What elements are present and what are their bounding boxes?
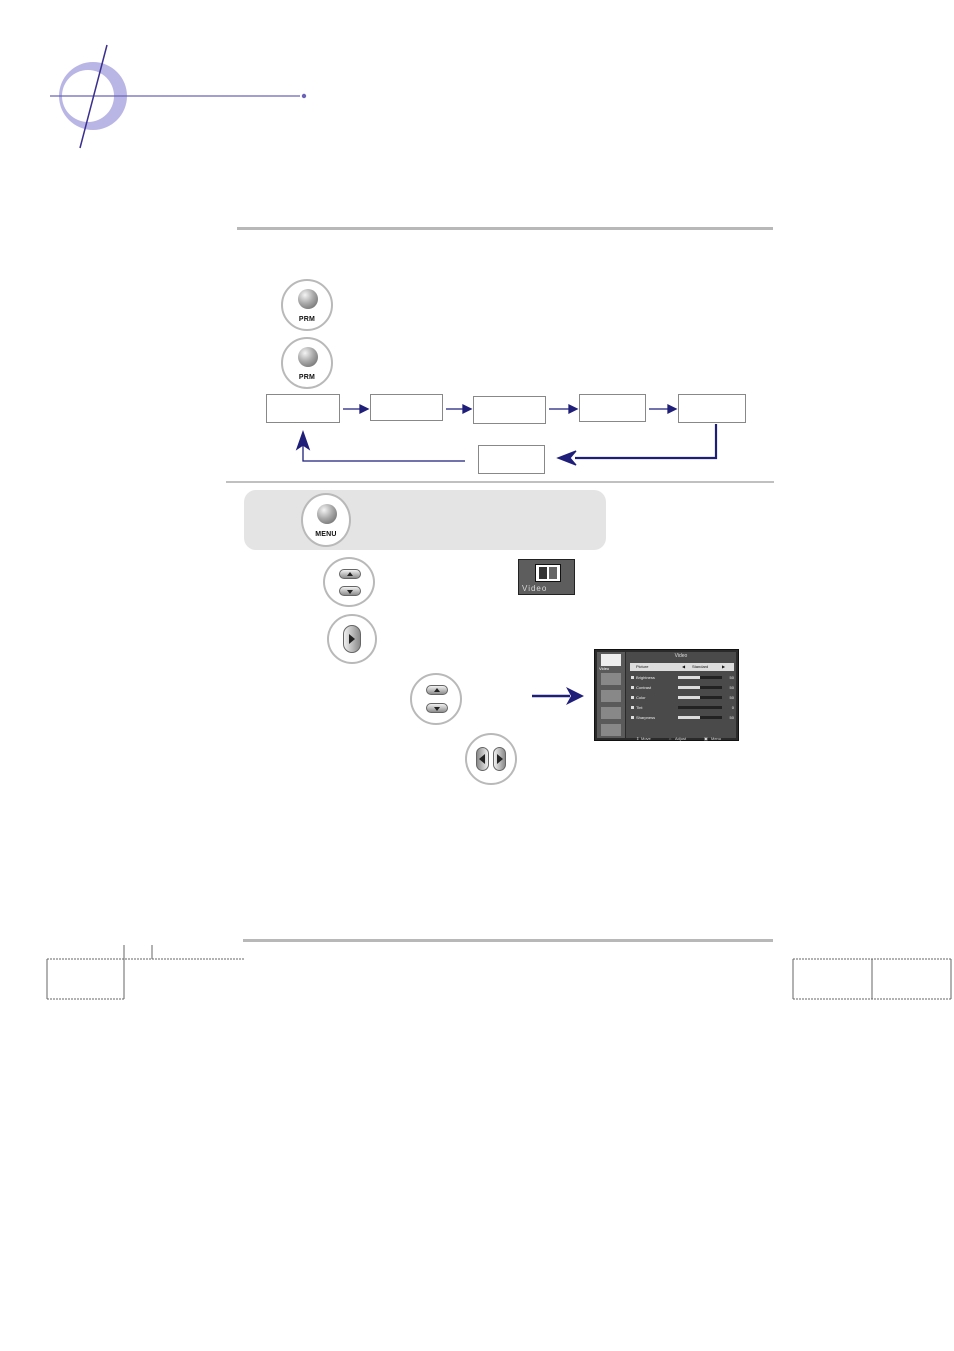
osd-title: Video xyxy=(674,653,688,659)
left-right-button xyxy=(465,733,517,785)
right-arrow-icon xyxy=(497,754,503,764)
updown-icon: ⇕ xyxy=(636,736,640,741)
osd-row-label: Picture xyxy=(636,664,649,669)
left-arrow-icon: ◀ xyxy=(682,664,686,669)
up-arrow-icon xyxy=(339,569,361,579)
prm-button-label: PRM xyxy=(298,374,316,381)
audio-tab-icon xyxy=(601,673,621,685)
flow-arrows xyxy=(295,403,718,466)
middle-rule xyxy=(226,481,774,483)
right-button xyxy=(327,614,377,664)
video-menu-icon: Video xyxy=(518,559,575,595)
phi-circle-logo-icon xyxy=(50,44,307,149)
osd-side-label: Video xyxy=(599,666,610,671)
osd-row: Color 50 xyxy=(630,694,734,702)
right-arrow-icon: ▶ xyxy=(722,664,726,669)
top-rule xyxy=(237,227,773,230)
right-arrow-icon xyxy=(349,634,355,644)
menu-button: MENU xyxy=(301,493,351,547)
function-tab-icon xyxy=(601,724,621,736)
setup-tab-icon xyxy=(601,707,621,719)
prm-button-label: PRM xyxy=(298,316,316,323)
pointer-arrow-icon xyxy=(532,687,584,705)
flow-box xyxy=(579,394,646,422)
osd-row: Sharpness 50 xyxy=(630,714,734,722)
osd-sidebar: Video xyxy=(597,652,625,738)
footer-frame xyxy=(46,945,952,1000)
down-arrow-icon xyxy=(426,703,448,713)
osd-row: Brightness 50 xyxy=(630,674,734,682)
menu-button-label: MENU xyxy=(315,531,337,538)
down-arrow-icon xyxy=(339,586,361,596)
leftright-icon: ⇔ xyxy=(668,736,672,741)
up-down-button xyxy=(323,557,375,607)
sound-tab-icon xyxy=(601,690,621,702)
menu-icon: ▣ xyxy=(704,736,708,741)
osd-row: Contrast 50 xyxy=(630,684,734,692)
flow-box xyxy=(473,396,546,424)
osd-main-panel: Video Picture ◀ Standard ▶ Brightness 50… xyxy=(626,652,736,741)
up-down-button xyxy=(410,673,462,725)
osd-row: Tint 0 xyxy=(630,704,734,712)
flow-box xyxy=(370,394,443,421)
bottom-rule xyxy=(243,939,773,942)
osd-row-selected: Picture ◀ Standard ▶ xyxy=(630,663,734,671)
video-icon-label: Video xyxy=(522,584,548,593)
video-tab-icon xyxy=(601,654,621,666)
flow-box xyxy=(478,445,545,474)
flow-box xyxy=(678,394,746,423)
up-arrow-icon xyxy=(426,685,448,695)
menu-panel: MENU xyxy=(244,490,606,550)
left-arrow-icon xyxy=(479,754,485,764)
flow-box xyxy=(266,394,340,423)
screen-icon xyxy=(535,564,561,582)
osd-row-value: Standard xyxy=(692,664,709,669)
osd-video-menu: Video Video Picture ◀ Standard ▶ Brightn… xyxy=(594,649,739,741)
